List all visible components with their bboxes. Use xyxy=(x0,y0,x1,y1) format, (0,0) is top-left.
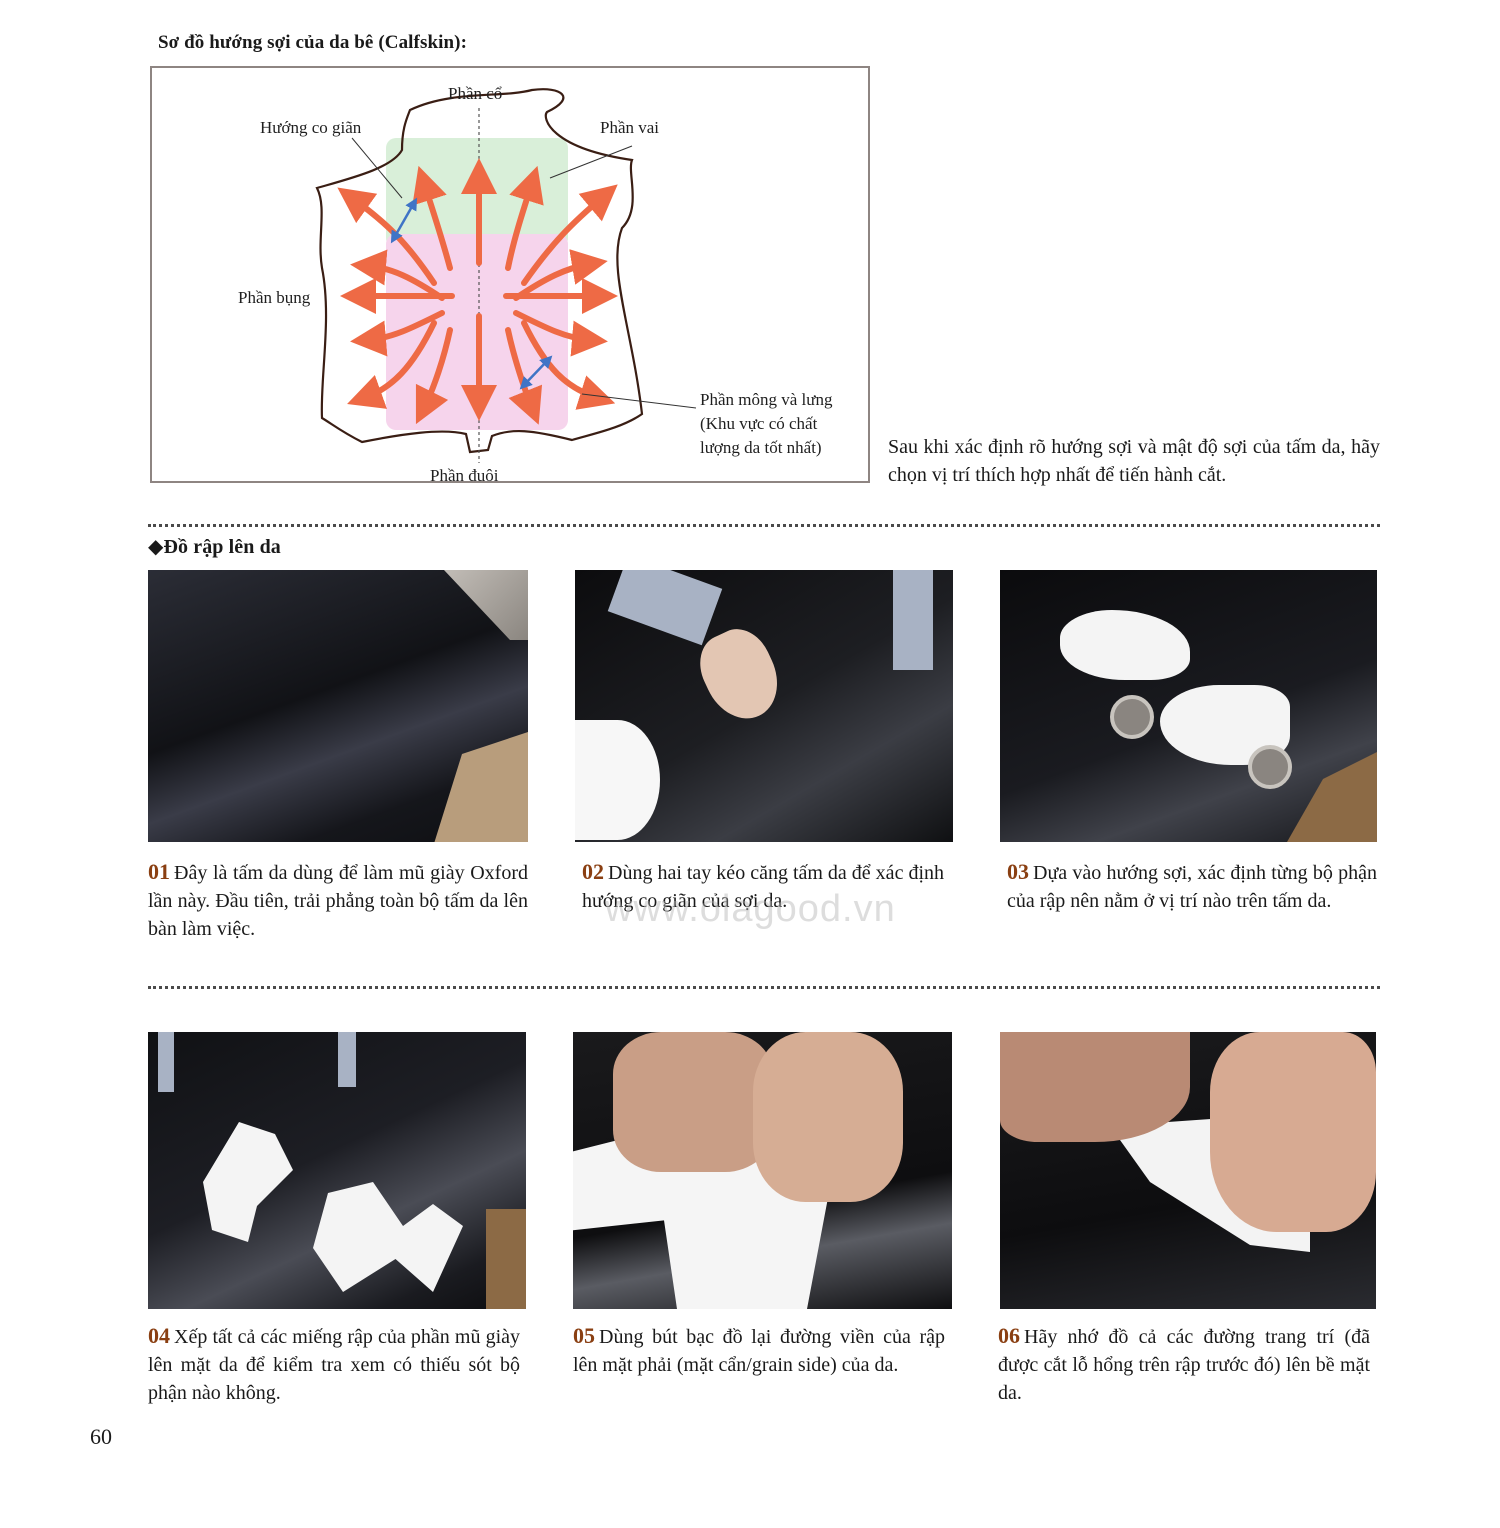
dotted-divider xyxy=(148,524,1380,527)
label-belly: Phần bụng xyxy=(238,288,311,307)
label-butt-line3: lượng da tốt nhất) xyxy=(700,438,822,457)
section-heading: ◆Đồ rập lên da xyxy=(148,534,281,559)
intro-paragraph: Sau khi xác định rõ hướng sợi và mật độ … xyxy=(888,436,1380,486)
leader-shoulder xyxy=(549,145,633,179)
leader-stretch xyxy=(351,137,403,199)
calfskin-outline-diagram xyxy=(315,88,697,463)
diagram-title: Sơ đồ hướng sợi của da bê (Calfskin): xyxy=(158,32,468,53)
step-01-photo xyxy=(148,570,528,842)
section-title: Đồ rập lên da xyxy=(163,536,281,558)
step-number: 04 xyxy=(148,1323,170,1348)
step-number: 05 xyxy=(573,1323,595,1348)
label-butt-line1: Phần mông và lưng xyxy=(700,390,833,409)
step-05-photo xyxy=(573,1032,952,1309)
step-number: 02 xyxy=(582,859,604,884)
stretch-arrow-bottom xyxy=(519,355,553,390)
diamond-bullet-icon: ◆ xyxy=(148,536,164,558)
step-number: 03 xyxy=(1007,859,1029,884)
label-stretch-direction: Hướng co giãn xyxy=(260,118,362,137)
stretch-arrow-top xyxy=(390,197,418,244)
page-number: 60 xyxy=(90,1424,112,1449)
leader-butt xyxy=(581,393,697,409)
watermark: www.olagood.vn xyxy=(605,888,896,930)
step-04-photo xyxy=(148,1032,526,1309)
step-02-photo xyxy=(575,570,953,842)
skin-outline xyxy=(315,88,644,454)
dotted-divider xyxy=(148,986,1380,989)
label-shoulder: Phần vai xyxy=(600,118,660,137)
step-03-photo xyxy=(1000,570,1377,842)
step-number: 01 xyxy=(148,859,170,884)
label-butt-line2: (Khu vực có chất xyxy=(700,414,818,433)
label-neck: Phần cổ xyxy=(448,84,503,103)
label-tail: Phần đuôi xyxy=(430,466,499,485)
step-number: 06 xyxy=(998,1323,1020,1348)
grain-direction-diagram: Phần cổ Hướng co giãn Phần vai Phần bụng… xyxy=(150,66,870,485)
step-06-photo xyxy=(1000,1032,1376,1309)
